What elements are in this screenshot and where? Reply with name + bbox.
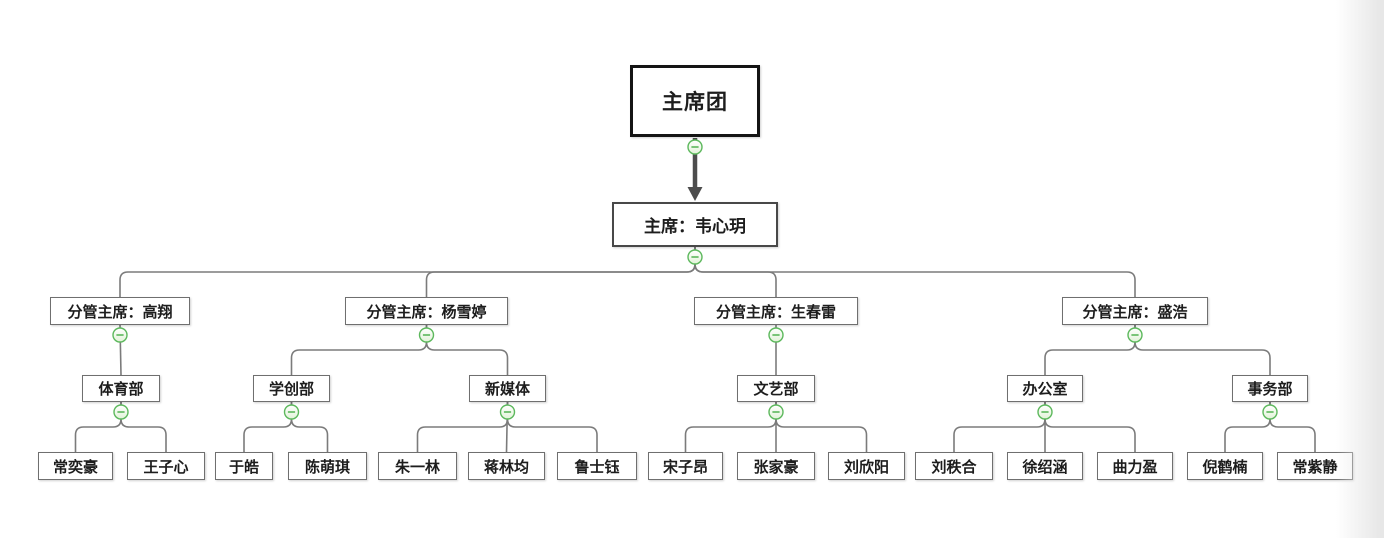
collapse-minus-icon[interactable]	[1037, 404, 1053, 420]
org-node-m5[interactable]: 朱一林	[378, 452, 457, 480]
org-node-m7[interactable]: 鲁士钰	[557, 452, 637, 480]
org-node-m9[interactable]: 张家豪	[737, 452, 815, 480]
org-node-m2[interactable]: 王子心	[127, 452, 205, 480]
org-node-d5[interactable]: 办公室	[1007, 375, 1083, 402]
org-node-m6[interactable]: 蒋林均	[468, 452, 545, 480]
collapse-minus-icon[interactable]	[499, 404, 516, 420]
org-node-m4[interactable]: 陈萌琪	[288, 452, 367, 480]
collapse-minus-icon[interactable]	[687, 139, 703, 155]
org-node-v3[interactable]: 分管主席：生春雷	[694, 297, 858, 325]
arrowhead-icon	[687, 187, 703, 201]
collapse-minus-icon[interactable]	[418, 327, 435, 343]
connector	[290, 402, 329, 452]
collapse-minus-icon[interactable]	[112, 327, 128, 343]
connector	[1224, 402, 1271, 452]
org-node-m12[interactable]: 徐绍涵	[1007, 452, 1083, 480]
connector	[290, 325, 428, 375]
org-node-m11[interactable]: 刘秩合	[915, 452, 993, 480]
connector	[425, 247, 696, 297]
connector	[775, 402, 868, 452]
org-node-m10[interactable]: 刘欣阳	[828, 452, 905, 480]
org-node-m1[interactable]: 常奕豪	[38, 452, 113, 480]
org-node-m3[interactable]: 于皓	[215, 452, 273, 480]
connector	[506, 402, 598, 452]
org-node-m13[interactable]: 曲力盈	[1097, 452, 1173, 480]
org-node-chair[interactable]: 主席：韦心玥	[612, 202, 778, 247]
org-node-d1[interactable]: 体育部	[82, 375, 160, 402]
connector	[1269, 402, 1316, 452]
org-node-v1[interactable]: 分管主席：高翔	[50, 297, 190, 325]
collapse-icons	[112, 139, 1278, 420]
connector	[74, 402, 122, 452]
collapse-minus-icon[interactable]	[1127, 327, 1143, 343]
collapse-minus-icon[interactable]	[768, 327, 784, 343]
org-node-m8[interactable]: 宋子昂	[648, 452, 723, 480]
connector	[1134, 325, 1271, 375]
org-node-root[interactable]: 主席团	[630, 65, 760, 137]
connector	[425, 325, 509, 375]
org-node-m14[interactable]: 倪鹤楠	[1187, 452, 1263, 480]
connector	[243, 402, 293, 452]
org-node-v4[interactable]: 分管主席：盛浩	[1062, 297, 1208, 325]
collapse-minus-icon[interactable]	[1262, 404, 1278, 420]
org-node-d4[interactable]: 文艺部	[737, 375, 815, 402]
org-node-d2[interactable]: 学创部	[253, 375, 330, 402]
connector	[694, 247, 1136, 297]
org-node-m15[interactable]: 常紫静	[1277, 452, 1353, 480]
collapse-minus-icon[interactable]	[113, 404, 129, 420]
connector	[1044, 325, 1136, 375]
org-node-d3[interactable]: 新媒体	[469, 375, 546, 402]
org-node-v2[interactable]: 分管主席：杨雪婷	[345, 297, 508, 325]
collapse-minus-icon[interactable]	[768, 404, 784, 420]
connector	[120, 402, 167, 452]
connector-edges	[74, 138, 1316, 453]
org-node-d6[interactable]: 事务部	[1232, 375, 1308, 402]
collapse-minus-icon[interactable]	[687, 249, 703, 265]
connector	[1044, 402, 1136, 452]
collapse-minus-icon[interactable]	[283, 404, 300, 420]
